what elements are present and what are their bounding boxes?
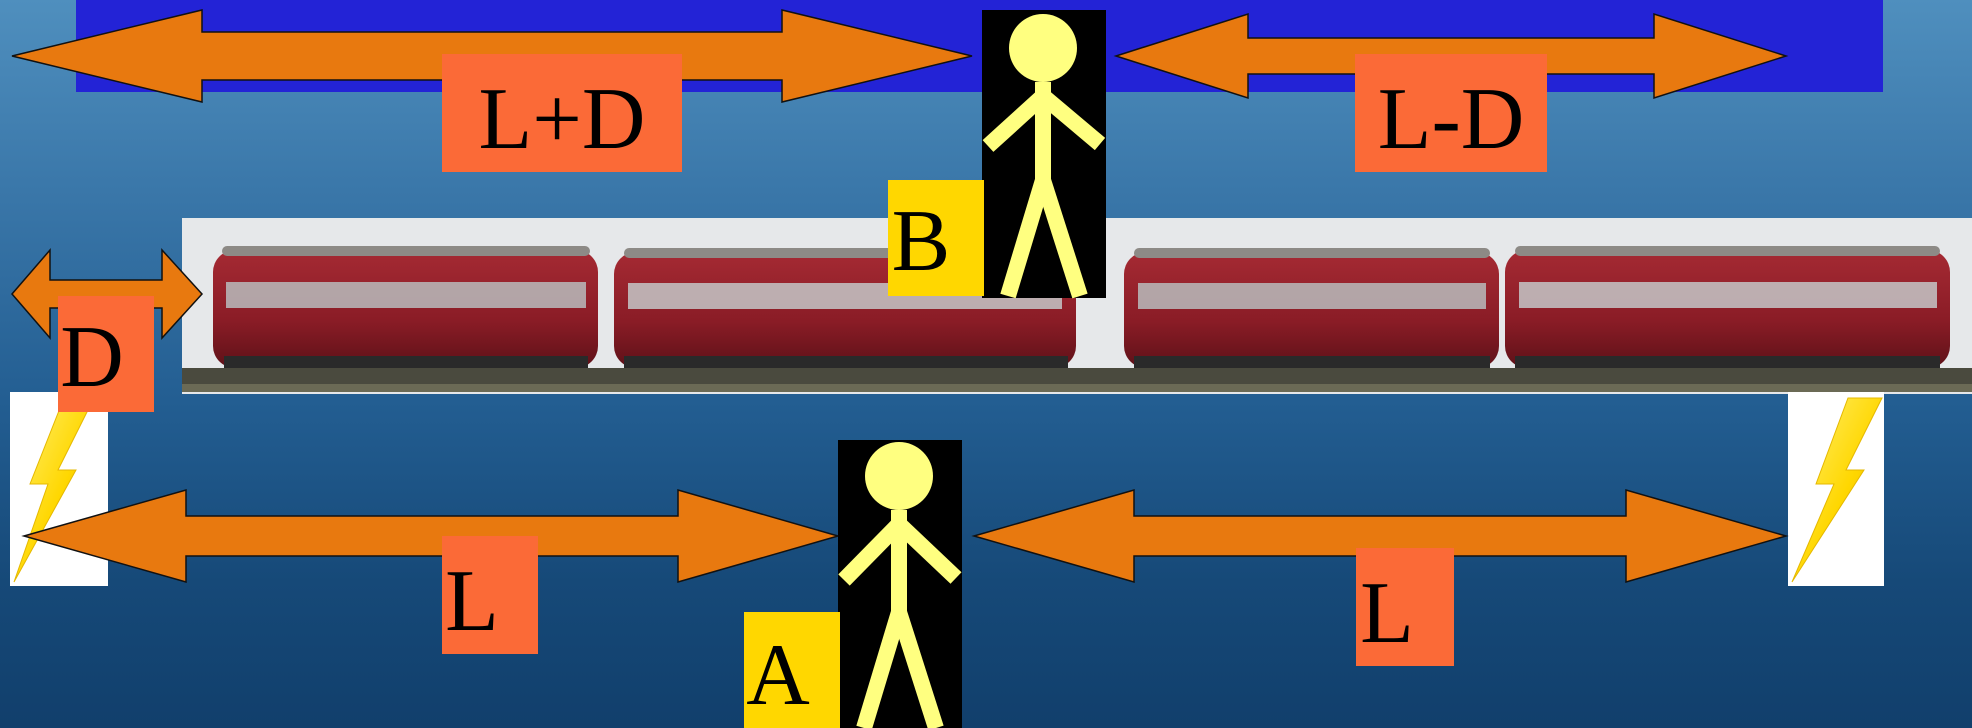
stick-figure-icon (838, 442, 962, 728)
label-bottom-left-text: L (445, 553, 499, 650)
label-top-right: L-D (1355, 54, 1547, 172)
label-top-right-text: L-D (1378, 71, 1525, 168)
arrow-d (11, 247, 204, 341)
label-d-text: D (60, 309, 124, 406)
label-bottom-right-text: L (1360, 565, 1414, 662)
label-bottom-right: L (1356, 548, 1454, 666)
train-car-4 (1505, 246, 1950, 368)
observer-b: B (888, 10, 1106, 299)
label-d: D (58, 296, 154, 412)
label-a-box (744, 612, 840, 728)
label-b-box (888, 180, 984, 296)
stick-figure-icon (982, 14, 1106, 299)
label-bottom-left: L (442, 536, 538, 654)
label-top-left-text: L+D (479, 71, 646, 168)
observer-a: A (744, 440, 962, 728)
train-car-1 (213, 246, 598, 368)
label-b-text: B (892, 193, 951, 290)
train-car-3 (1124, 248, 1499, 368)
label-top-left: L+D (442, 54, 682, 172)
arrow-bottom-left (21, 489, 841, 583)
lightning-right (1788, 392, 1884, 586)
lightning-left (10, 392, 108, 586)
lightning-bolt-icon (1791, 397, 1883, 583)
arrow-bottom-right (971, 489, 1789, 583)
label-a-text: A (746, 627, 810, 724)
